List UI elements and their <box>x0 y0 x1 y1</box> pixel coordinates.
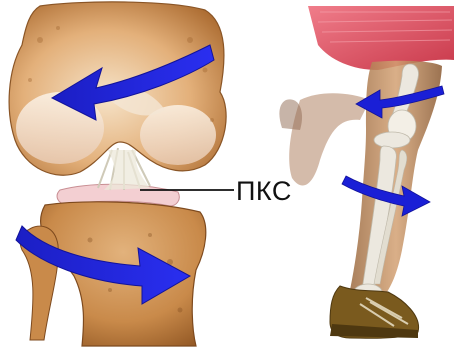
acl-label: ПКС <box>236 176 292 206</box>
back-leg <box>289 93 370 185</box>
skirt <box>308 6 454 70</box>
